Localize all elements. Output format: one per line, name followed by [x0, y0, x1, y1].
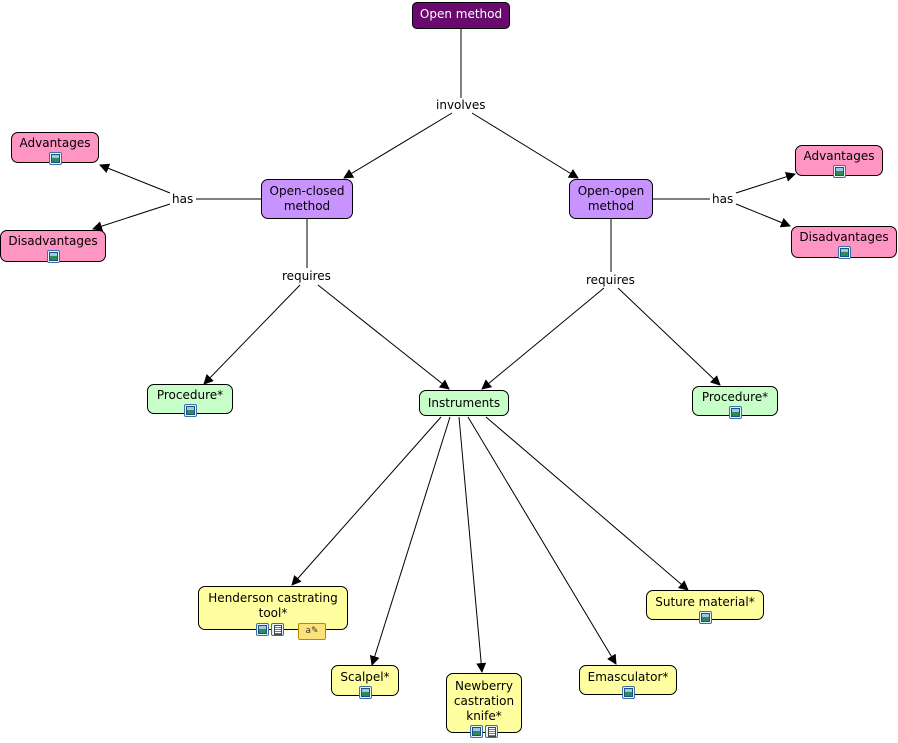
node-advantages-left[interactable]: Advantages: [11, 132, 99, 165]
node-label: Suture material*: [655, 595, 755, 609]
image-icon[interactable]: [46, 250, 60, 263]
node-scalpel[interactable]: Scalpel*: [331, 665, 399, 699]
node-label: Open method: [419, 7, 503, 21]
node-disadvantages-right[interactable]: Disadvantages: [791, 226, 897, 259]
image-icon[interactable]: [358, 686, 372, 699]
node-label: Emasculator*: [587, 670, 669, 684]
link-label-involves: involves: [434, 98, 488, 112]
node-emasculator[interactable]: Emasculator*: [579, 665, 677, 699]
node-label: Open-open method: [577, 184, 645, 213]
link-label-has-right: has: [710, 192, 736, 206]
image-icon[interactable]: [837, 246, 851, 259]
link-label-has-left: has: [170, 192, 196, 206]
node-label: Procedure*: [156, 388, 224, 402]
link-label-requires-right: requires: [584, 273, 637, 287]
document-icon[interactable]: [271, 623, 284, 636]
node-newberry-castration-knife[interactable]: Newberry castration knife*: [446, 673, 522, 738]
node-open-open-method[interactable]: Open-open method: [569, 179, 653, 219]
document-icon[interactable]: [485, 725, 498, 738]
node-disadvantages-left[interactable]: Disadvantages: [0, 230, 106, 263]
image-icon[interactable]: [183, 404, 197, 417]
node-advantages-right[interactable]: Advantages: [795, 145, 883, 178]
node-label: Procedure*: [701, 390, 769, 404]
image-icon[interactable]: [621, 686, 635, 699]
node-label: Disadvantages: [8, 234, 98, 248]
image-icon[interactable]: [698, 611, 712, 624]
node-instruments[interactable]: Instruments: [419, 390, 509, 416]
node-label: Newberry castration knife*: [453, 679, 515, 723]
image-icon[interactable]: [256, 623, 269, 636]
node-open-closed-method[interactable]: Open-closed method: [261, 179, 353, 219]
node-label: Open-closed method: [269, 184, 345, 213]
node-label: Advantages: [803, 149, 875, 163]
node-suture-material[interactable]: Suture material*: [646, 590, 764, 624]
node-procedure-right[interactable]: Procedure*: [692, 386, 778, 419]
image-icon[interactable]: [728, 406, 742, 419]
node-open-method[interactable]: Open method: [412, 2, 510, 29]
note-icon[interactable]: a✎: [298, 623, 326, 640]
image-icon[interactable]: [48, 152, 62, 165]
image-icon[interactable]: [832, 165, 846, 178]
link-label-requires-left: requires: [280, 269, 333, 283]
node-henderson-castrating-tool[interactable]: Henderson castrating tool* a✎: [198, 586, 348, 640]
node-label: Advantages: [19, 136, 91, 150]
node-procedure-left[interactable]: Procedure*: [147, 384, 233, 417]
node-label: Instruments: [427, 396, 501, 410]
node-label: Henderson castrating tool*: [208, 591, 338, 620]
node-label: Disadvantages: [799, 230, 889, 244]
image-icon[interactable]: [470, 725, 483, 738]
node-label: Scalpel*: [340, 670, 390, 684]
